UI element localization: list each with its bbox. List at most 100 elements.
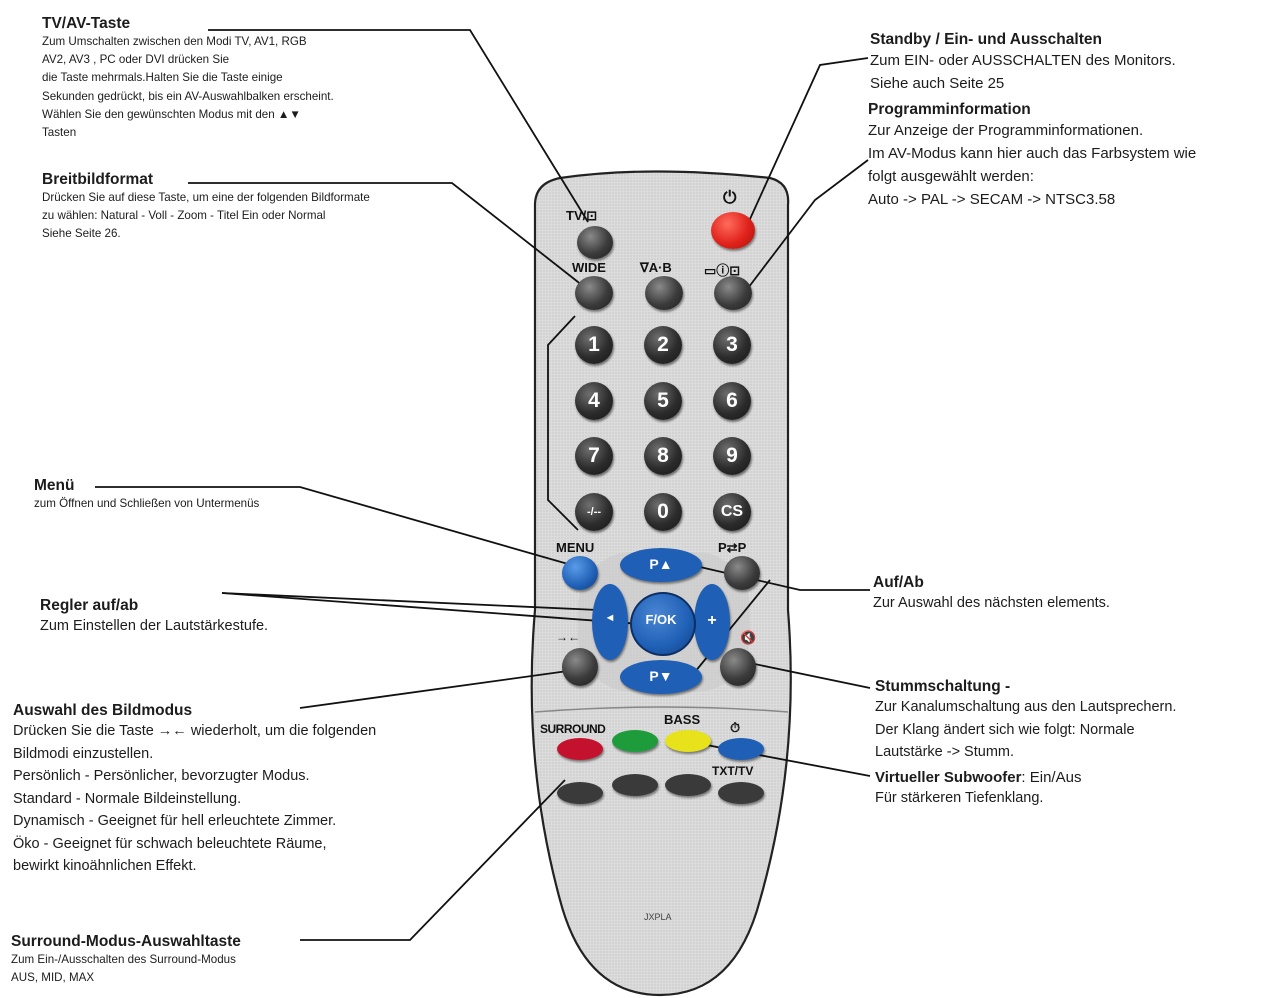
annotation-line: bewirkt kinoähnlichen Effekt. [13,858,197,874]
annotation-line: Bildmodi einzustellen. [13,745,154,762]
annotation-line: Drücken Sie auf diese Taste, um eine der… [42,191,370,204]
annotation-title: Menü [34,477,75,494]
annotation-line: Im AV-Modus kann hier auch das Farbsyste… [868,145,1197,162]
annotation-title: Regler auf/ab [40,597,139,614]
nav-left-button[interactable] [592,584,628,660]
annotation-line: Zum EIN- oder AUSSCHALTEN des Monitors. [870,52,1176,69]
annotation-line: Drücken Sie die Taste →← wiederholt, um … [13,723,377,739]
digit-button[interactable]: 5 [644,382,682,420]
timer-icon: ⏱ [730,720,741,735]
annotation-tvav: TV/AV-Taste Zum Umschalten zwischen den … [42,14,522,142]
annotation-surround: Surround-Modus-Auswahltaste Zum Ein-/Aus… [11,932,431,987]
surround-label: SURROUND [540,722,606,736]
annotation-line: Standard - Normale Bildeinstellung. [13,790,242,807]
vab-button[interactable] [645,276,683,310]
annotation-line: Zur Anzeige der Programminformationen. [868,122,1144,139]
nav-up-label: P▲ [649,556,673,572]
ok-button[interactable] [630,592,696,656]
annotation-line: Zur Kanalumschaltung aus den Lautspreche… [875,699,1177,715]
wide-label: WIDE [572,260,606,275]
annotation-title: TV/AV-Taste [42,15,131,32]
nav-right-button[interactable] [694,584,730,660]
annotation-line: folgt ausgewählt werden: [868,168,1034,185]
annotation-line: Wählen Sie den gewünschten Modus mit den… [42,107,301,121]
info-button[interactable] [714,276,752,310]
bottom-button-2[interactable] [612,774,658,796]
annotation-line: Zur Auswahl des nächsten elements. [873,595,1110,611]
annotation-title: Breitbildformat [42,171,154,188]
model-label: JXPLA [644,912,672,922]
annotation-regler: Regler auf/ab Zum Einstellen der Lautstä… [40,596,460,638]
digit-button[interactable]: 2 [644,326,682,364]
bottom-button-3[interactable] [665,774,711,796]
annotation-title: Surround-Modus-Auswahltaste [11,933,241,950]
digit-button[interactable]: 8 [644,437,682,475]
annotation-line: Zum Ein-/Ausschalten des Surround-Modus [11,953,236,966]
power-icon: ⏻ [723,188,737,207]
annotation-menu: Menü zum Öffnen und Schließen von Unterm… [34,476,454,513]
annotation-line: Öko - Geeignet für schwach beleuchtete R… [13,835,327,852]
digit-button[interactable]: 6 [713,382,751,420]
annotation-line: Auto -> PAL -> SECAM -> NTSC3.58 [868,191,1116,208]
annotation-title: Virtueller Subwoofer [875,769,1022,786]
annotation-line: Dynamisch - Geeignet für hell erleuchtet… [13,813,337,829]
nav-up-button[interactable] [620,548,702,582]
pp-button[interactable] [724,556,760,590]
vab-label: ∇A·B [640,260,672,275]
digit-button[interactable]: 3 [713,326,751,364]
digit-button[interactable]: 9 [713,437,751,475]
nav-down-button[interactable] [620,660,702,694]
green-button[interactable] [612,730,658,752]
info-label: ▭ⓘ⊡ [704,263,741,278]
nav-right-label: + [707,612,717,629]
annotation-line: Siehe auch Seite 25 [870,75,1005,92]
mute-button[interactable] [720,648,756,686]
tv-av-label: TV/⊡ [566,208,598,223]
menu-label: MENU [556,540,595,555]
digit-button[interactable]: 4 [575,382,613,420]
cs-button[interactable]: CS [713,493,751,531]
digit-button[interactable]: 0 [644,493,682,531]
digit-button[interactable]: 7 [575,437,613,475]
power-button[interactable] [711,212,755,249]
txttv-button[interactable] [718,782,764,804]
annotation-line: AV2, AV3 , PC oder DVI drücken Sie [42,53,230,67]
annotation-line: Lautstärke -> Stumm. [875,744,1015,760]
red-button[interactable] [557,738,603,760]
annotation-line: Zum Einstellen der Lautstärkestufe. [40,618,269,634]
picture-mode-label: →← [556,630,580,644]
digit-dash-button[interactable]: -/-- [575,493,613,531]
annotation-title: Auswahl des Bildmodus [13,702,193,719]
pp-label: P⇄P [718,540,747,555]
annotation-line: Zum Umschalten zwischen den Modi TV, AV1… [42,35,307,48]
yellow-button[interactable] [665,730,711,752]
annotation-standby: Standby / Ein- und Ausschalten Zum EIN- … [870,30,1275,95]
bottom-button-1[interactable] [557,782,603,804]
blue-button[interactable] [718,738,764,760]
annotation-line: Für stärkeren Tiefenklang. [875,790,1044,806]
annotation-line: Der Klang ändert sich wie folgt: Normale [875,721,1135,738]
annotation-proginfo: Programminformation Zur Anzeige der Prog… [868,100,1278,211]
wide-button[interactable] [575,276,613,310]
annotation-subwoofer: Virtueller Subwoofer: Ein/Aus Für stärke… [875,768,1275,810]
picture-mode-button[interactable] [562,648,598,686]
remote-divider [534,706,789,713]
annotation-line: Tasten [42,126,77,140]
annotation-title: Stummschaltung - [875,678,1011,695]
annotation-title: Standby / Ein- und Ausschalten [870,31,1102,48]
annotation-line: die Taste mehrmals.Halten Sie die Taste … [42,71,283,85]
menu-button[interactable] [562,556,598,590]
annotation-title: Programminformation [868,101,1031,118]
txttv-label: TXT/TV [712,764,754,778]
annotation-title-suffix: : Ein/Aus [1021,769,1082,786]
nav-left-label: ◄ [604,612,616,624]
mute-icon: 🔇 [740,630,757,645]
tv-av-button[interactable] [577,226,613,259]
annotation-aufab: Auf/Ab Zur Auswahl des nächsten elements… [873,573,1273,615]
annotation-line: AUS, MID, MAX [11,971,95,985]
annotation-line: Persönlich - Persönlicher, bevorzugter M… [13,768,310,784]
annotation-line: Siehe Seite 26. [42,227,121,241]
annotation-title-row: Virtueller Subwoofer: Ein/Aus [875,768,1275,787]
digit-button[interactable]: 1 [575,326,613,364]
annotation-title: Auf/Ab [873,574,924,591]
